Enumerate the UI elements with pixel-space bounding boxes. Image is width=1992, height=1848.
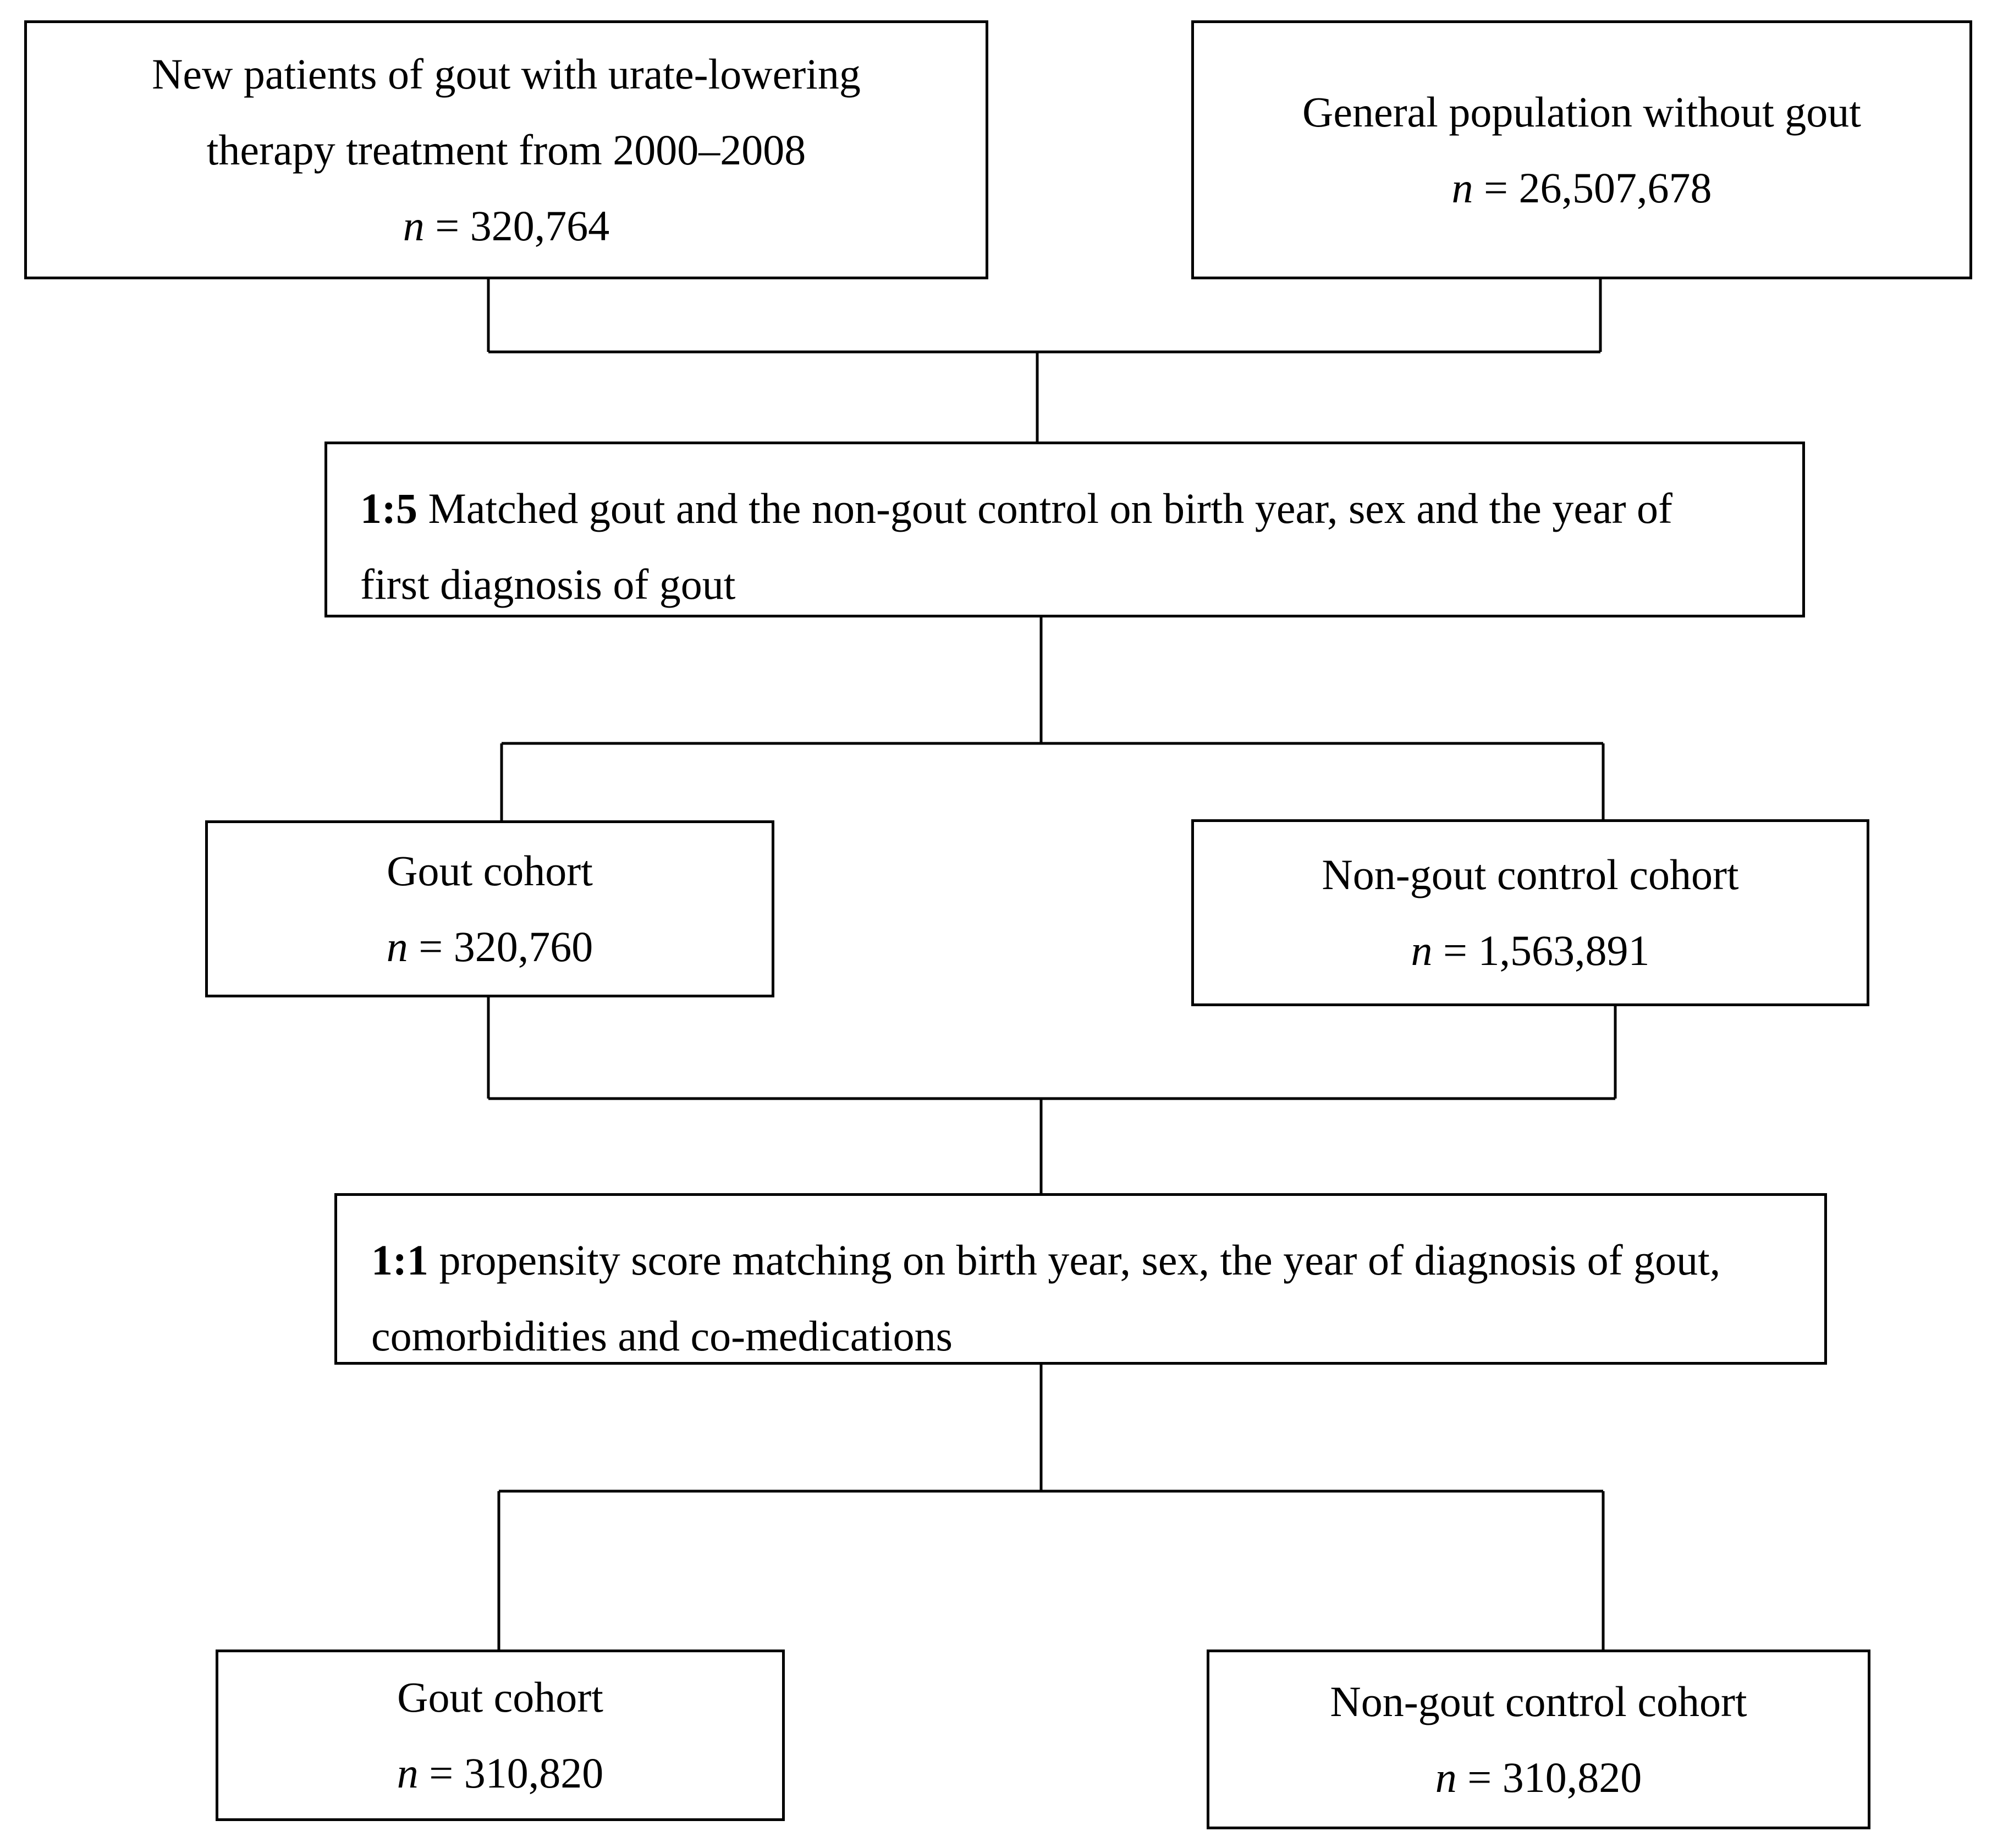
sample-size-value: = 26,507,678 xyxy=(1473,163,1712,212)
ratio-label: 1:5 xyxy=(360,484,417,532)
sample-size: n = 310,820 xyxy=(1209,1740,1868,1816)
box-text-line: 1:5 Matched gout and the non-gout contro… xyxy=(360,471,1769,547)
sample-size: n = 26,507,678 xyxy=(1194,150,1969,226)
gout-cohort-box: Gout cohort n = 320,760 xyxy=(205,820,774,997)
general-population-box: General population without gout n = 26,5… xyxy=(1191,20,1972,279)
control-cohort-box: Non-gout control cohort n = 1,563,891 xyxy=(1191,819,1869,1006)
box-text-line: first diagnosis of gout xyxy=(360,560,736,608)
n-symbol: n xyxy=(1411,926,1433,974)
sample-size-value: = 310,820 xyxy=(418,1749,604,1797)
matching-description: Matched gout and the non-gout control on… xyxy=(417,484,1673,532)
box-text-line: Non-gout control cohort xyxy=(1330,1677,1747,1725)
sample-size: n = 320,760 xyxy=(208,909,772,985)
sample-size: n = 1,563,891 xyxy=(1194,913,1867,989)
gout-source-box: New patients of gout with urate-lowering… xyxy=(24,20,988,279)
gout-cohort-box: Gout cohort n = 310,820 xyxy=(216,1650,785,1821)
sample-size-value: = 310,820 xyxy=(1456,1753,1642,1801)
n-symbol: n xyxy=(1435,1753,1457,1801)
box-text-line: therapy treatment from 2000–2008 xyxy=(206,125,806,174)
box-text-line: 1:1 propensity score matching on birth y… xyxy=(371,1222,1791,1298)
box-text-line: General population without gout xyxy=(1302,87,1861,136)
matching-1-5-box: 1:5 Matched gout and the non-gout contro… xyxy=(324,442,1805,617)
box-text-line: Gout cohort xyxy=(387,847,593,895)
box-text-line: comorbidities and co-medications xyxy=(371,1312,953,1360)
sample-size: n = 310,820 xyxy=(218,1735,782,1811)
matching-description: propensity score matching on birth year,… xyxy=(428,1236,1721,1284)
sample-size-value: = 320,764 xyxy=(424,201,610,250)
sample-size: n = 320,764 xyxy=(27,188,986,264)
n-symbol: n xyxy=(403,201,425,250)
box-text-line: New patients of gout with urate-lowering xyxy=(152,49,861,98)
n-symbol: n xyxy=(1451,163,1473,212)
sample-size-value: = 1,563,891 xyxy=(1432,926,1650,974)
box-text-line: Non-gout control cohort xyxy=(1322,851,1739,898)
control-cohort-box: Non-gout control cohort n = 310,820 xyxy=(1207,1650,1870,1829)
n-symbol: n xyxy=(397,1749,419,1797)
sample-size-value: = 320,760 xyxy=(408,923,593,970)
box-text-line: Gout cohort xyxy=(397,1673,603,1721)
ratio-label: 1:1 xyxy=(371,1236,428,1284)
n-symbol: n xyxy=(386,923,408,970)
matching-1-1-box: 1:1 propensity score matching on birth y… xyxy=(334,1193,1827,1365)
